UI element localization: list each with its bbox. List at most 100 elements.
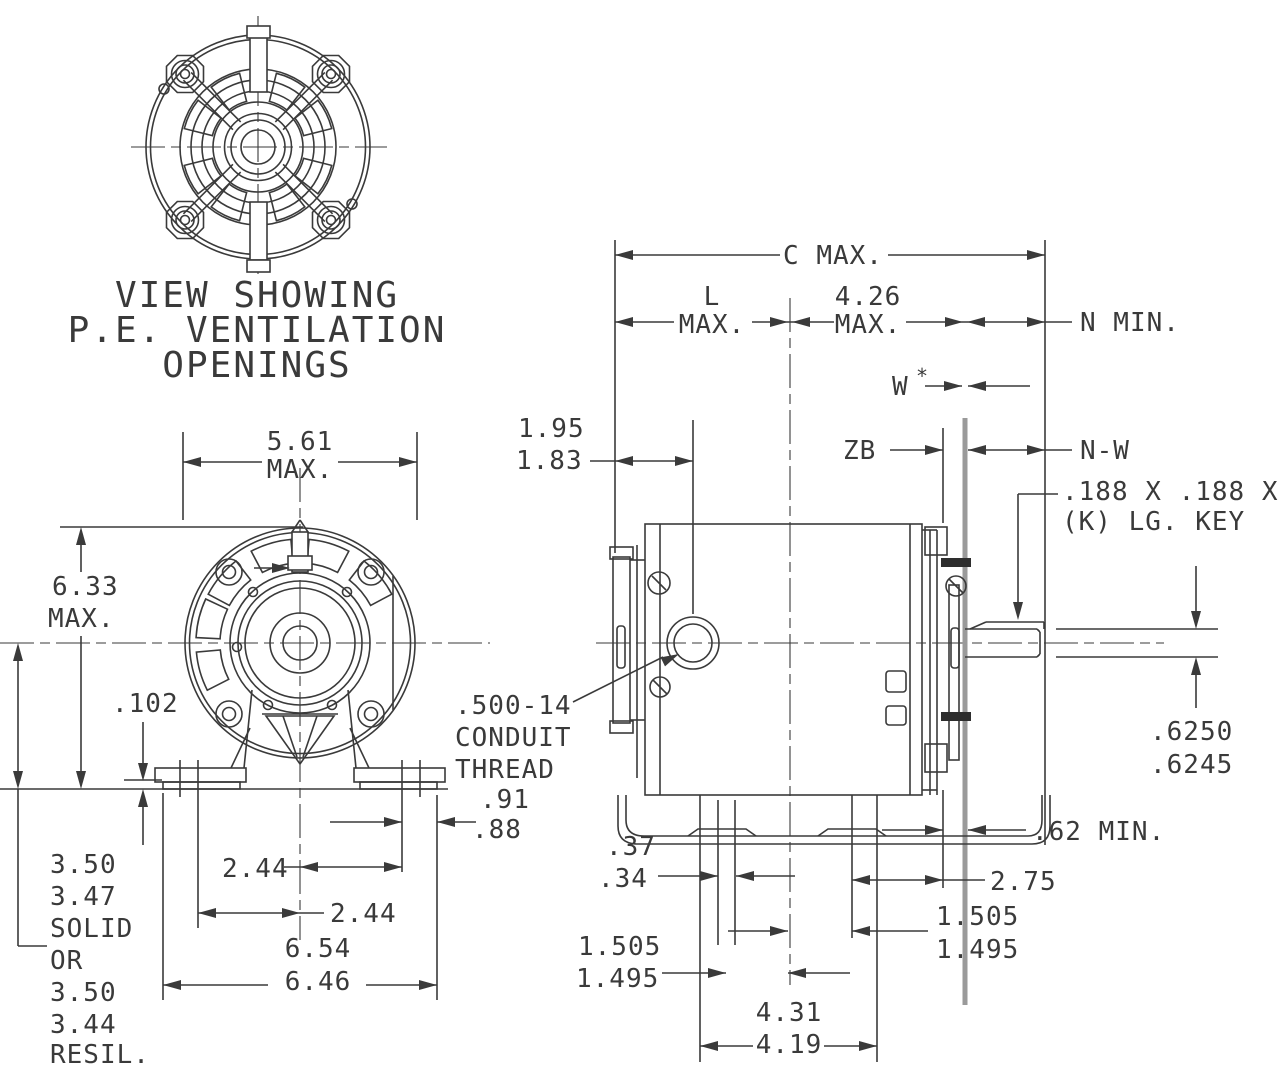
dim-slot-width-hi: .37 <box>606 832 656 862</box>
dim-arrow <box>198 908 216 918</box>
fan-vane <box>293 157 333 195</box>
circle <box>363 564 379 580</box>
dim-426-suffix: MAX. <box>835 310 902 340</box>
dim-arrow <box>13 643 23 661</box>
dim-arrow <box>163 980 181 990</box>
circle <box>647 571 671 595</box>
dim-arrow <box>944 381 962 391</box>
fan-vane <box>183 99 223 137</box>
dim-pad-thickness: .102 <box>112 689 179 719</box>
part-rect <box>359 781 438 790</box>
dim-n-minus-w: N-W <box>1080 436 1130 466</box>
circle <box>223 112 293 182</box>
circle <box>341 586 353 598</box>
circle <box>945 575 967 597</box>
dim-shaft-height-5: 3.50 <box>50 978 117 1008</box>
part-rect <box>616 625 626 669</box>
part-rect <box>287 555 313 571</box>
base-contour <box>625 795 1043 837</box>
line <box>349 727 370 769</box>
fan-vane <box>268 182 306 222</box>
dim-arrow <box>138 789 148 807</box>
line <box>230 727 251 769</box>
rear-view-caption: VIEW SHOWING P.E. VENTILATION OPENINGS <box>68 275 445 386</box>
dim-arrow <box>437 817 455 827</box>
part-rect <box>154 767 247 783</box>
line <box>243 689 253 769</box>
part-rect <box>246 259 271 273</box>
note-key-line-1: .188 X .188 X <box>1062 477 1279 507</box>
dim-shaft-height-1: 3.50 <box>50 850 117 880</box>
circle <box>326 699 338 711</box>
lug-outline <box>311 200 351 240</box>
dim-arrow <box>925 875 943 885</box>
dim-base-span-lo: 6.46 <box>285 967 352 997</box>
circle <box>247 586 259 598</box>
dim-arrow <box>708 968 726 978</box>
dim-arrow <box>1191 611 1201 629</box>
part-rect <box>885 670 907 693</box>
dim-shaft-height-6: 3.44 <box>50 1010 117 1040</box>
dim-shaft-dia-hi: .6250 <box>1150 717 1233 747</box>
dim-arrow <box>272 563 290 573</box>
circle <box>244 587 356 699</box>
dim-shaft-height-3: SOLID <box>50 914 133 944</box>
dim-arrow <box>700 1041 718 1051</box>
spoke <box>274 171 326 223</box>
circle <box>262 699 274 711</box>
dim-arrow <box>925 825 943 835</box>
line <box>1036 653 1041 658</box>
dim-arrow <box>384 817 402 827</box>
circle <box>221 706 237 722</box>
dim-arrow <box>615 250 633 260</box>
dim-arrow <box>700 871 718 881</box>
dim-shaft-height-2: 3.47 <box>50 882 117 912</box>
part-rect <box>924 743 948 773</box>
dim-base-len-hi: 4.31 <box>756 998 823 1028</box>
part-rect <box>612 556 631 724</box>
line <box>969 621 987 630</box>
side-view-dimensions: C MAX. L MAX. 4.26 MAX. N MIN. W * ZB N-… <box>455 241 1279 1060</box>
dim-arrow <box>967 317 985 327</box>
circle <box>179 68 191 80</box>
vent-slot <box>348 559 393 607</box>
part-rect <box>609 546 634 560</box>
fan-vane <box>210 182 248 222</box>
line <box>291 519 301 533</box>
circle <box>230 119 286 175</box>
dim-arrow <box>13 771 23 789</box>
circle <box>325 68 337 80</box>
dim-n-min: N MIN. <box>1080 308 1180 338</box>
dim-arrow <box>615 456 633 466</box>
dim-conduit-pos-lo: 1.83 <box>516 446 583 476</box>
dim-slot-width-lo: .34 <box>598 864 648 894</box>
circle <box>346 198 358 210</box>
dim-shaft-dia-lo: .6245 <box>1150 750 1233 780</box>
circle <box>170 205 200 235</box>
dim-width-suffix: MAX. <box>267 455 334 485</box>
dim-arrow <box>945 317 963 327</box>
circle <box>215 558 243 586</box>
spoke <box>282 163 334 215</box>
circle <box>316 205 346 235</box>
circle <box>357 700 385 728</box>
note-key-line-2: (K) LG. KEY <box>1062 507 1245 537</box>
spoke <box>274 71 326 123</box>
circle <box>229 572 371 714</box>
dim-arrow <box>770 317 788 327</box>
line <box>299 519 309 533</box>
circle <box>282 625 318 661</box>
dim-arrow <box>852 875 870 885</box>
dim-height-value: 6.33 <box>52 572 119 602</box>
caption-line-3: OPENINGS <box>162 345 351 386</box>
line <box>282 715 298 758</box>
note-thread-line-3: THREAD <box>455 755 555 785</box>
circle <box>158 83 170 95</box>
circle <box>179 214 191 226</box>
dim-base-span-hi: 6.54 <box>285 934 352 964</box>
dim-arrow <box>282 908 300 918</box>
fan-vane <box>210 72 248 112</box>
dim-arrow <box>925 445 943 455</box>
line <box>1036 628 1041 633</box>
dim-arrow <box>675 456 693 466</box>
